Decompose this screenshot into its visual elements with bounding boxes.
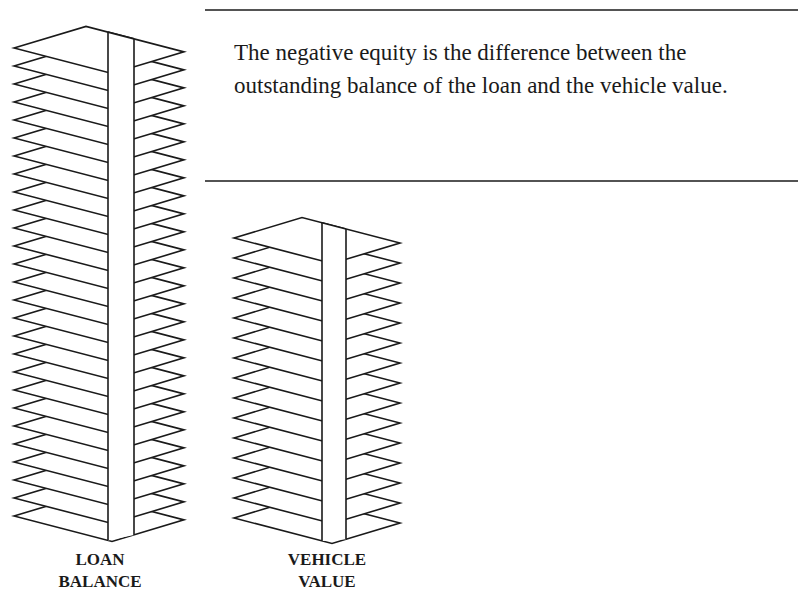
divider-edge [108,32,134,39]
divider-edge [133,39,135,535]
divider-band [108,32,134,540]
divider-edge [107,32,109,540]
divider-edge [322,223,346,229]
plate-stack [234,218,400,544]
plate-stacks [14,26,400,543]
axis-label: VEHICLE VALUE [271,549,383,593]
note-text: The negative equity is the difference be… [234,36,789,102]
axis-label: LOAN BALANCE [44,549,156,593]
top-rule [205,9,798,11]
plate [14,26,184,73]
divider-band [322,223,346,541]
divider-edge [345,229,347,539]
divider-edge [321,223,323,541]
plate [234,218,400,264]
plate-stack [14,26,184,541]
bottom-rule [205,180,798,182]
